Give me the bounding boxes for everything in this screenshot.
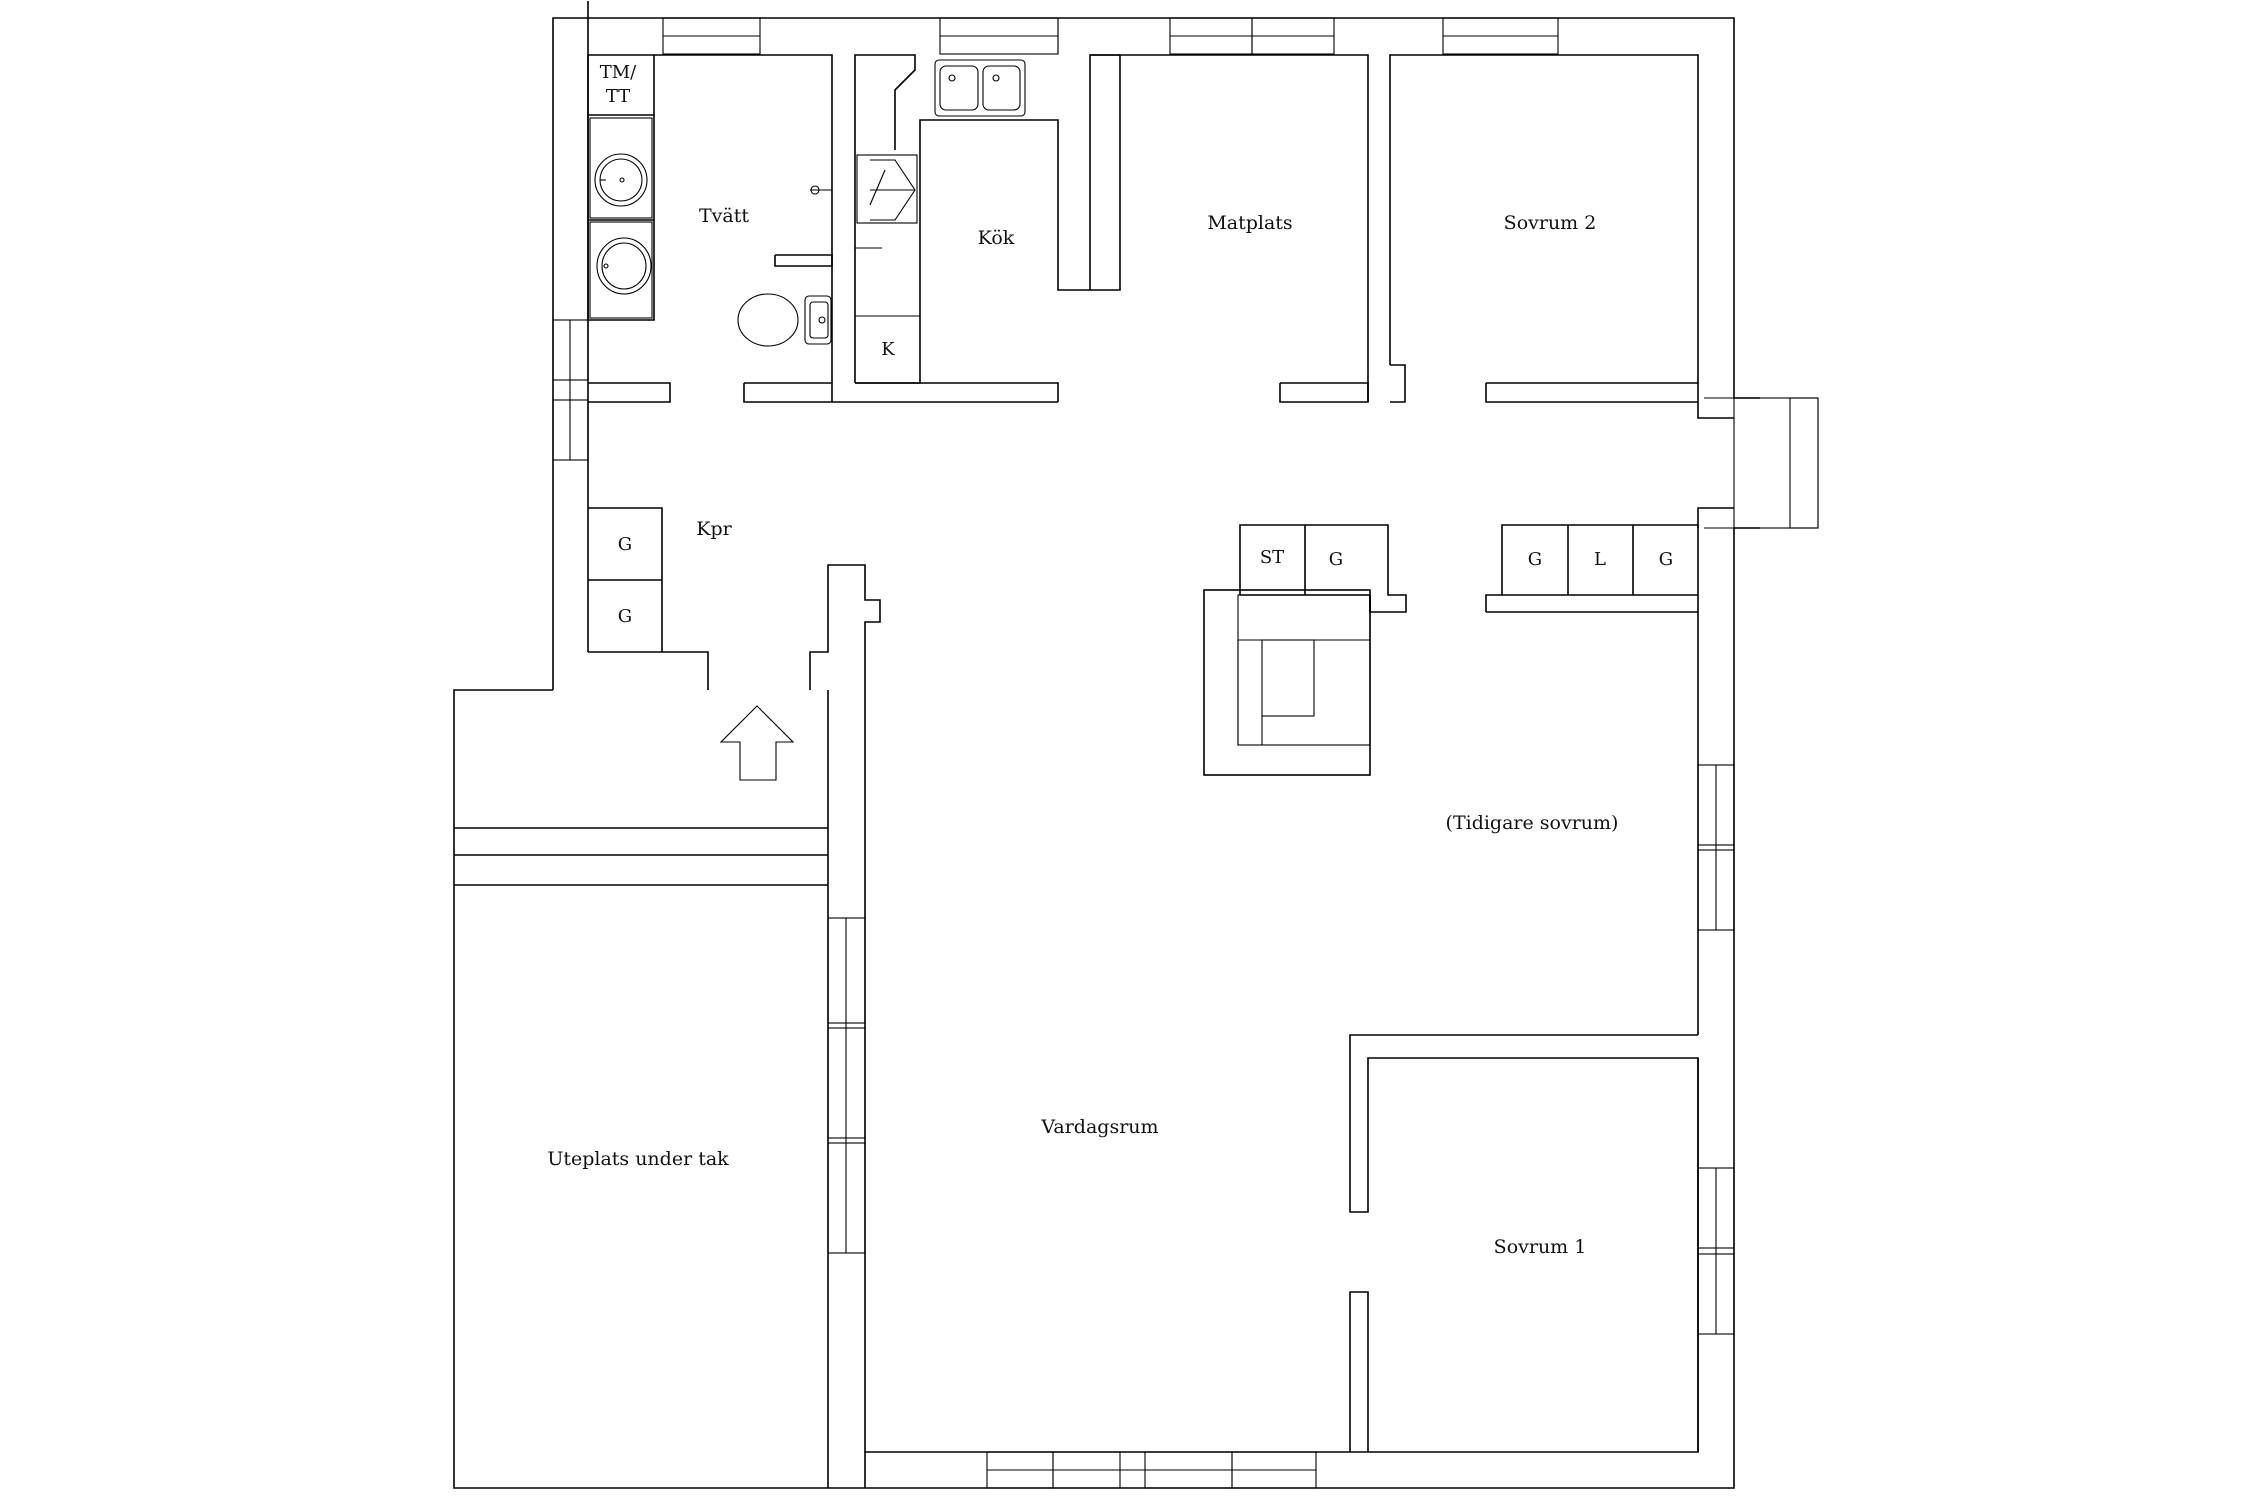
bottom-windows (986, 1451, 1317, 1489)
up-arrow-icon (719, 705, 795, 781)
stove-hood (856, 154, 918, 224)
top-windows (662, 17, 1559, 55)
fridge-box (855, 247, 920, 317)
label-kok: Kök (978, 227, 1015, 249)
label-closet-g-5: G (1659, 549, 1673, 570)
label-kyl: K (881, 339, 895, 360)
label-closet-g-2: G (618, 606, 632, 627)
label-tm-tt-1: TM/ (600, 62, 637, 83)
label-vardagsrum: Vardagsrum (1040, 1116, 1158, 1138)
label-closet-l: L (1594, 549, 1606, 570)
left-windows (552, 319, 589, 461)
kitchen-sink (934, 59, 1026, 117)
label-closet-g-3: G (1329, 549, 1343, 570)
interior-walls (454, 54, 1734, 1488)
sinks-bathroom (589, 117, 653, 319)
label-sovrum-2: Sovrum 2 (1504, 212, 1597, 234)
toilet (737, 185, 832, 347)
label-closet-st: ST (1260, 547, 1284, 568)
label-closet-g-1: G (618, 534, 632, 555)
label-sovrum-1: Sovrum 1 (1494, 1236, 1587, 1258)
label-kpr: Kpr (696, 518, 732, 540)
label-uteplats: Uteplats under tak (547, 1148, 729, 1170)
label-tidigare-sovrum: (Tidigare sovrum) (1446, 812, 1619, 834)
fixture-labels: K G G ST G G L G (618, 339, 1673, 627)
label-matplats: Matplats (1207, 212, 1292, 234)
label-closet-g-4: G (1528, 549, 1542, 570)
room-labels: TM/ TT Tvätt Kök Matplats Sovrum 2 Kpr (… (547, 62, 1618, 1258)
side-entrance (1704, 397, 1819, 529)
right-windows (1697, 764, 1735, 1335)
label-tm-tt-2: TT (606, 86, 630, 107)
label-tvatt: Tvätt (699, 205, 749, 227)
